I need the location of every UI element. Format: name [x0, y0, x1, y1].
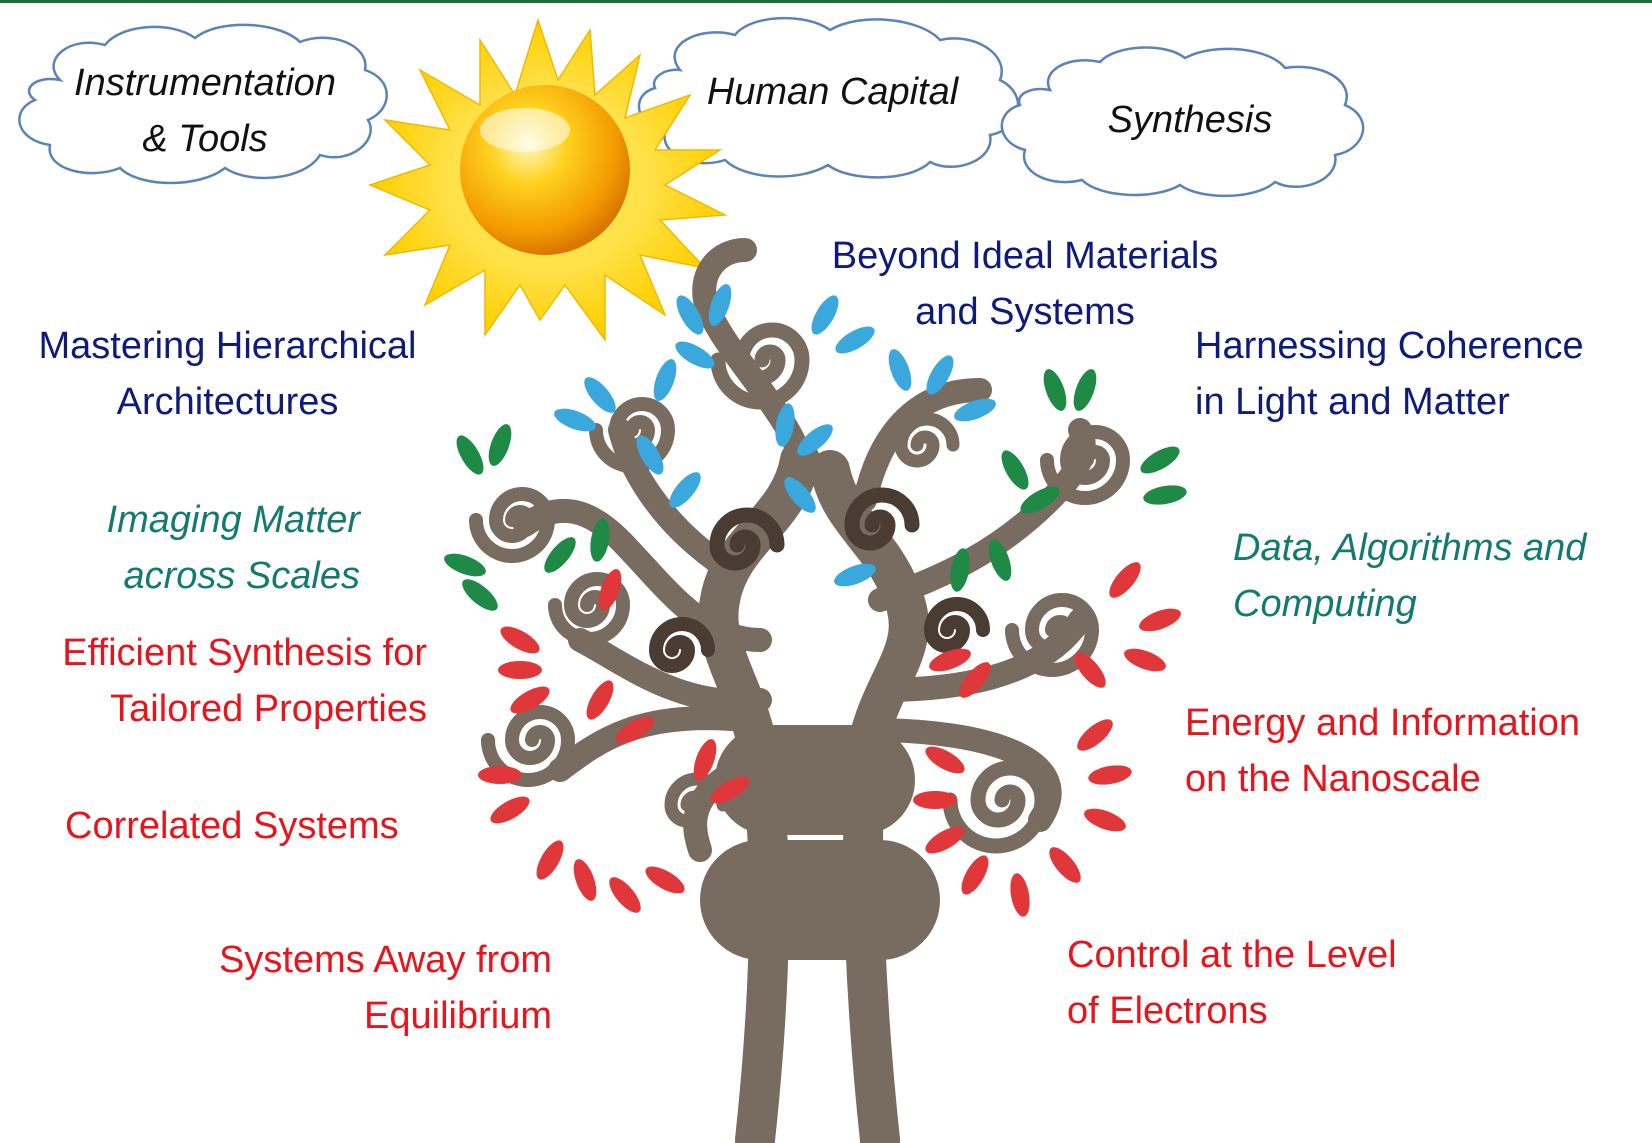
- label-energy: Energy and Information on the Nanoscale: [1185, 695, 1580, 807]
- cloud-label-line: Synthesis: [1107, 99, 1273, 141]
- label-line: Efficient Synthesis for: [62, 632, 427, 674]
- label-control: Control at the Level of Electrons: [1067, 927, 1397, 1039]
- label-line: Architectures: [116, 381, 339, 423]
- sun-icon: [367, 17, 728, 343]
- label-line: in Light and Matter: [1195, 381, 1510, 423]
- cloud-label-synthesis: Synthesis: [1040, 92, 1340, 148]
- label-line: Beyond Ideal Materials: [831, 235, 1219, 277]
- label-line: across Scales: [123, 555, 360, 597]
- red-leaves: [478, 562, 1181, 917]
- label-line: Data, Algorithms and: [1233, 527, 1587, 569]
- cloud-label-line: Human Capital: [706, 71, 959, 113]
- cloud-instrumentation: [18, 23, 388, 185]
- label-line: Correlated Systems: [65, 805, 399, 847]
- label-line: Tailored Properties: [110, 688, 427, 730]
- cloud-label-line: & Tools: [142, 118, 268, 160]
- top-border-line: [0, 0, 1652, 3]
- label-efficient: Efficient Synthesis for Tailored Propert…: [5, 625, 427, 737]
- cloud-synthesis: [1000, 46, 1365, 198]
- label-correlated: Correlated Systems: [65, 798, 399, 854]
- label-line: Imaging Matter: [106, 499, 360, 541]
- label-line: Equilibrium: [364, 995, 552, 1037]
- label-line: Energy and Information: [1185, 702, 1581, 744]
- green-leaves: [444, 369, 1187, 611]
- label-line: Computing: [1233, 583, 1417, 625]
- label-line: Systems Away from: [219, 939, 552, 981]
- cloud-label-line: Instrumentation: [74, 62, 336, 104]
- label-away: Systems Away from Equilibrium: [150, 932, 552, 1044]
- blue-leaves: [554, 284, 996, 587]
- label-line: Mastering Hierarchical: [38, 325, 417, 367]
- label-imaging: Imaging Matter across Scales: [40, 492, 360, 604]
- label-beyond-ideal: Beyond Ideal Materials and Systems: [810, 228, 1240, 340]
- label-line: of Electrons: [1067, 990, 1268, 1032]
- label-harnessing: Harnessing Coherence in Light and Matter: [1195, 318, 1584, 430]
- tree-branches: [513, 238, 1096, 862]
- cloud-label-human-capital: Human Capital: [675, 64, 990, 120]
- cloud-label-instrumentation: Instrumentation & Tools: [40, 55, 370, 167]
- label-data: Data, Algorithms and Computing: [1233, 520, 1586, 632]
- label-line: Control at the Level: [1067, 934, 1397, 976]
- label-mastering: Mastering Hierarchical Architectures: [5, 318, 450, 430]
- label-line: and Systems: [915, 291, 1135, 333]
- tree-spirals: [469, 322, 1131, 854]
- label-line: on the Nanoscale: [1185, 758, 1481, 800]
- label-line: Harnessing Coherence: [1195, 325, 1584, 367]
